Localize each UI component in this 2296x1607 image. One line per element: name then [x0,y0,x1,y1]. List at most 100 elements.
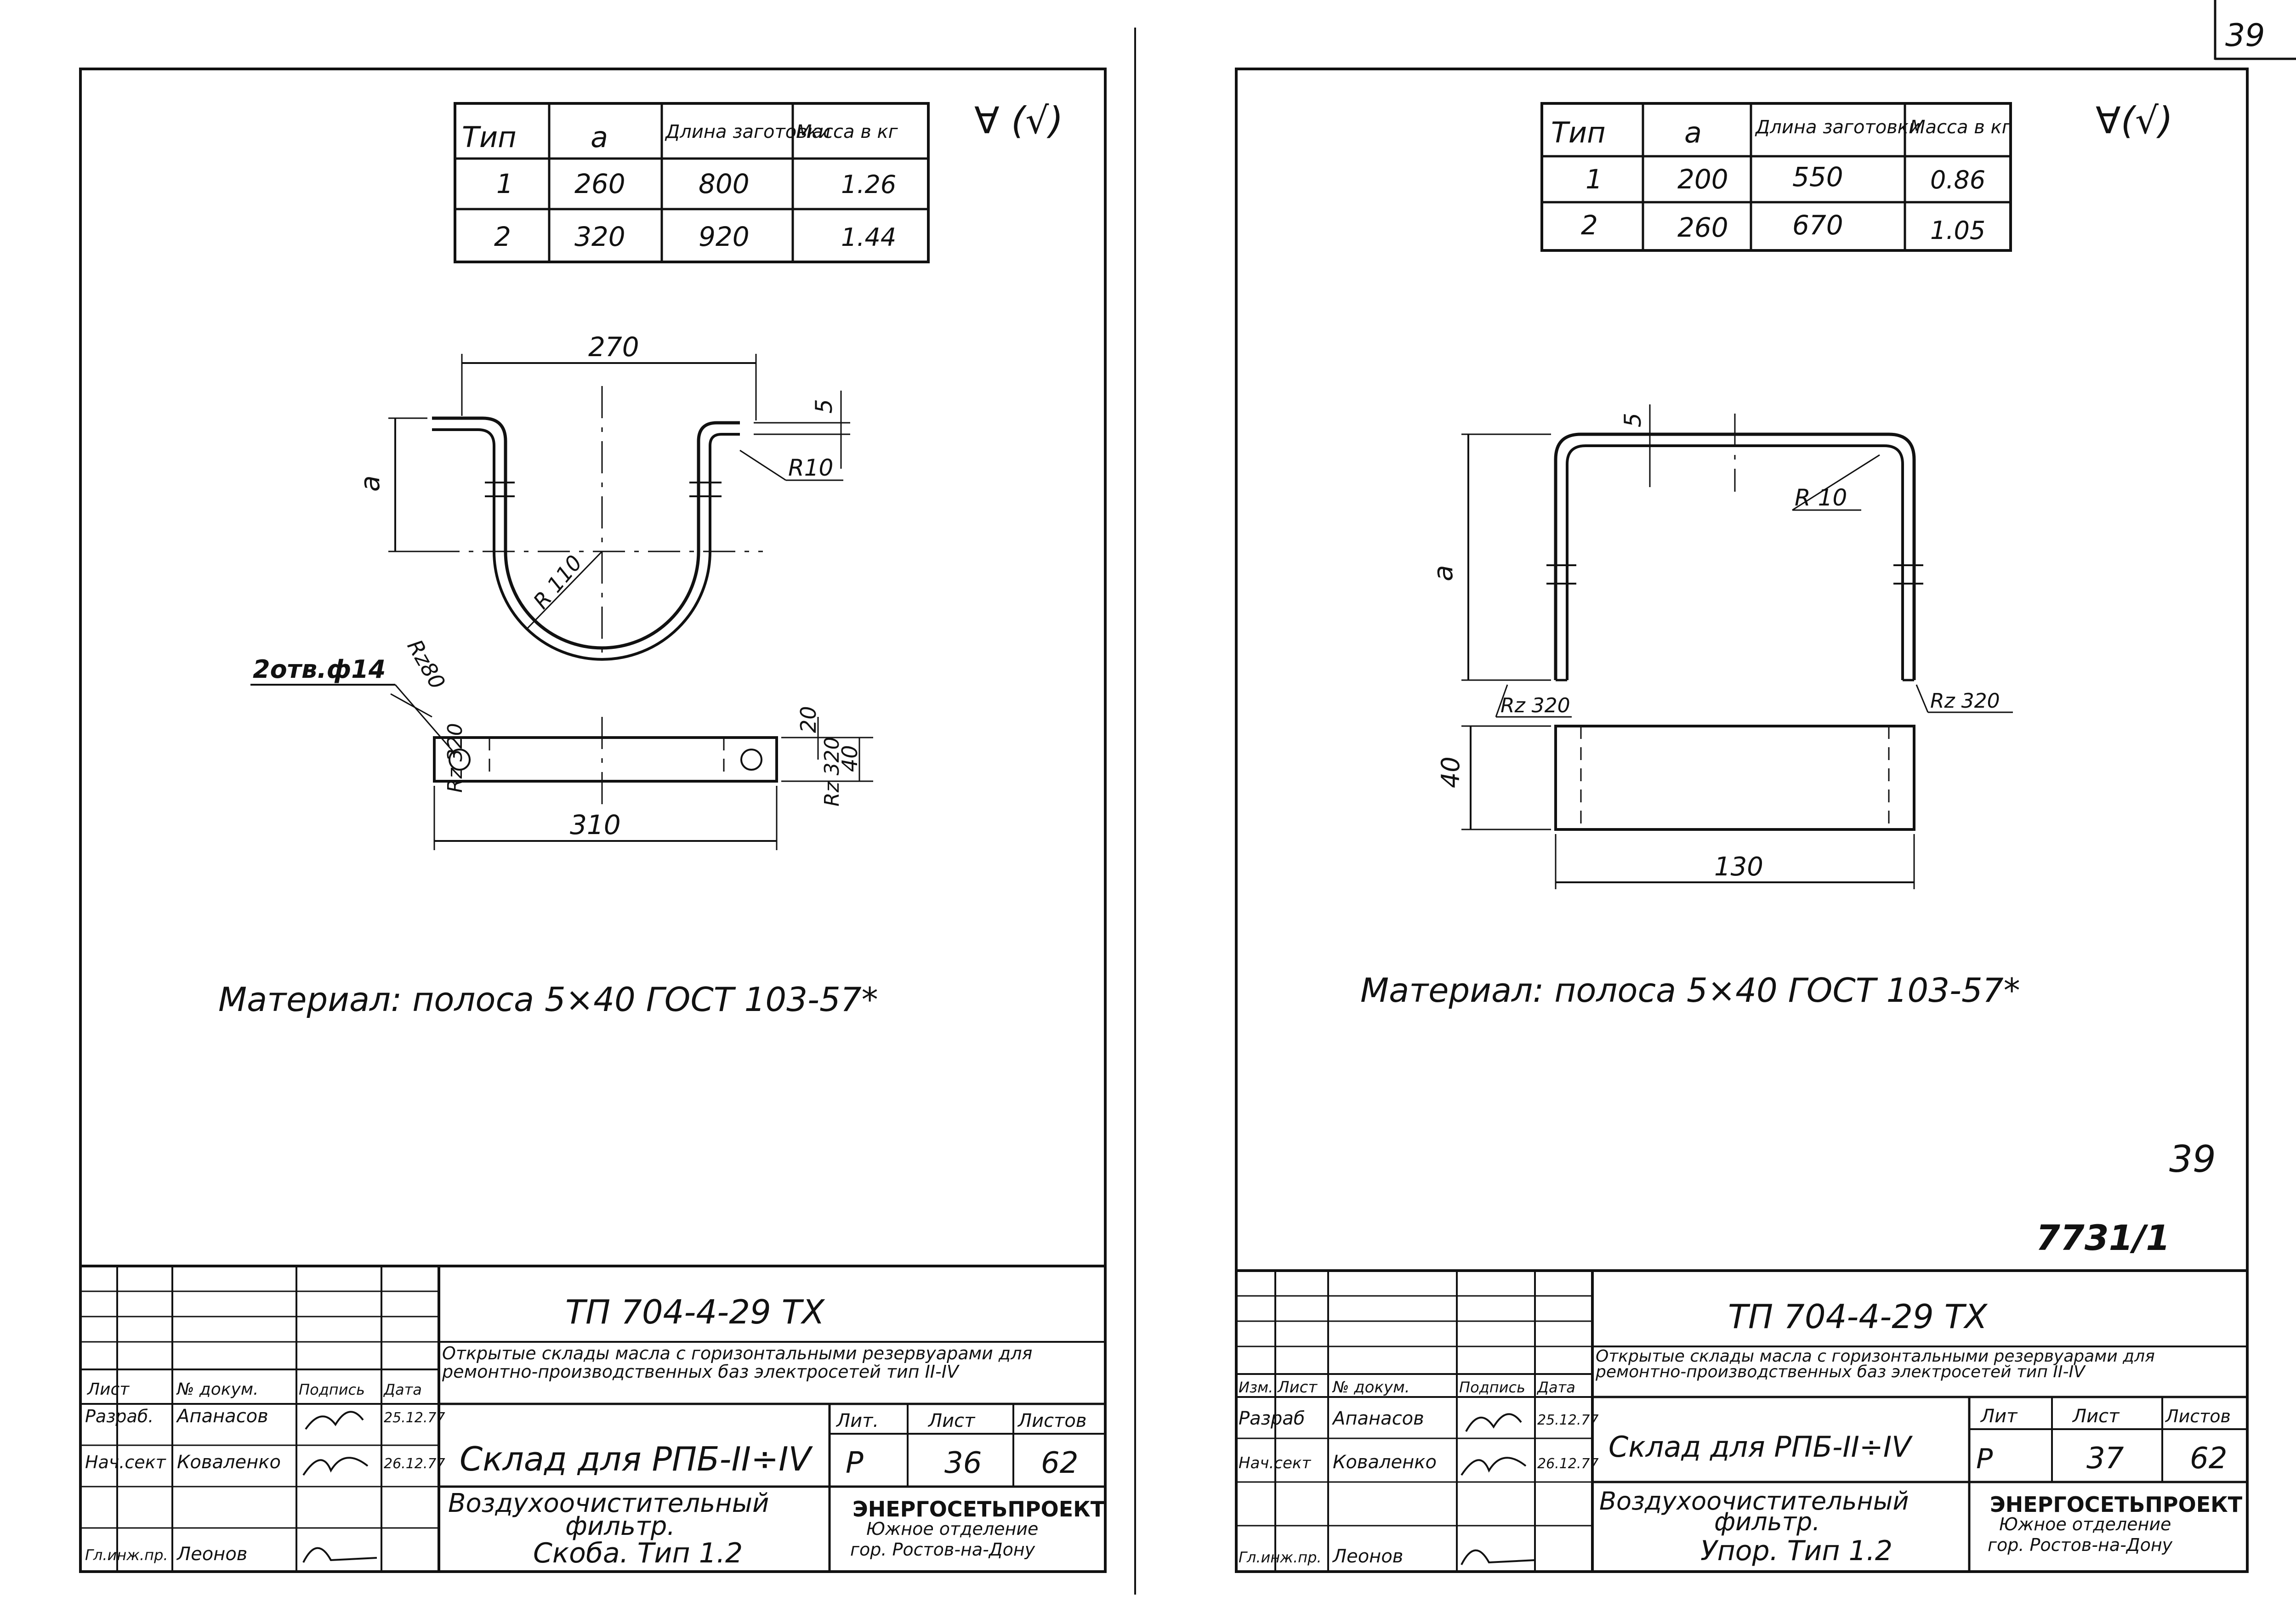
tb-lit-h: Лит [1980,1406,2018,1427]
table-cell: 1 [496,168,513,199]
tb-col-date: Дата [383,1381,422,1398]
roughness-rz320-left: Rz 320 [443,723,467,793]
tb-col-izm: Изм. [1239,1379,1273,1396]
tb-name-2: Коваленко [1333,1452,1437,1473]
table-header-type: Тип [462,120,517,154]
tb-subject-1: Воздухоочистительный [448,1488,769,1518]
table-cell: 1 [1586,164,1603,195]
table-cell: 920 [699,221,750,252]
tb-sheets: 62 [1041,1446,1078,1480]
tb-lit: Р [1976,1443,1993,1475]
signature-2 [302,1457,369,1476]
tb-lit-h: Лит. [835,1410,879,1431]
tb-subject-2: фильтр. [565,1511,675,1541]
strip-drawing: 2отв.ф14 Rz80 Rz 320 Rz 320 20 40 310 [250,636,873,850]
tb-name-3: Леонов [1332,1546,1403,1567]
dim-length: 310 [570,809,621,840]
tb-subject-2: фильтр. [1714,1507,1820,1536]
tb-org-3: гор. Ростов-на-Дону [1988,1535,2173,1555]
tb-description: Открытые склады масла с горизонтальными … [1596,1349,2155,1381]
dim-length: 130 [1714,852,1763,882]
tb-sheets: 62 [2190,1442,2227,1476]
table-cell: 1.05 [1930,216,1985,245]
tb-role-2: Нач.сект [1239,1454,1311,1472]
tb-name-1: Апанасов [1331,1408,1424,1429]
right-sheet: Тип a Длина заготовки Масса в кг 1 200 5… [1235,68,2249,1573]
table-cell: 320 [574,221,625,252]
dim-thickness: 5 [1620,413,1646,427]
tb-name-1: Апанасов [176,1406,268,1427]
signature-3 [1461,1549,1535,1565]
table-cell: 1.44 [841,223,896,252]
tb-date-2: 26.12.77 [384,1456,445,1472]
surface-finish-mark: ∀(√) [2096,99,2173,142]
table-cell: 0.86 [1930,165,1985,194]
right-frame [1235,68,2249,1573]
page-number-box: 39 [2214,0,2296,60]
roughness-rz320-right: Rz 320 [820,737,844,806]
table-header-a: a [1684,116,1702,149]
tb-org-1: ЭНЕРГОСЕТЬПРОЕКТ [852,1497,1105,1522]
tb-subject-3: Упор. Тип 1.2 [1700,1535,1892,1567]
table-header-length: Длина заготовки [665,121,830,142]
dim-thickness: 5 [811,399,837,414]
clamp-drawing: 270 5 R10 a R 110 [354,331,850,662]
table-cell: 670 [1792,210,1843,241]
tb-col-date: Дата [1536,1379,1575,1396]
tb-code: ТП 704-4-29 ТХ [565,1293,825,1331]
tb-description: Открытые склады масла с горизонтальными … [442,1344,1033,1382]
dim-top-width: 270 [588,331,639,363]
tb-col-sign: Подпись [1459,1379,1525,1396]
tb-date-2: 26.12.77 [1537,1456,1599,1472]
tb-role-3: Гл.инж.пр. [85,1546,168,1564]
dim-arc-radius: R 110 [529,551,587,614]
tb-role-2: Нач.сект [85,1452,167,1472]
page-number: 39 [2225,17,2265,54]
table-cell: 2 [1581,210,1598,241]
tb-org-1: ЭНЕРГОСЕТЬПРОЕКТ [1990,1492,2243,1517]
signature-1 [305,1411,364,1430]
table-cell: 550 [1792,161,1843,193]
tb-name-2: Коваленко [177,1452,281,1473]
tb-role-1: Разраб [1239,1408,1305,1429]
tb-org-3: гор. Ростов-на-Дону [850,1539,1035,1560]
left-sheet: Тип a Длина заготовки Масса в кг 1 260 8… [79,68,1107,1573]
table-header-length: Длина заготовки [1755,117,1921,138]
dim-bend-radius: R 10 [1795,484,1847,511]
tb-subject-1: Воздухоочистительный [1599,1487,1909,1516]
left-frame [79,68,1107,1573]
table-cell: 800 [699,168,750,199]
tb-col-list: Лист [86,1380,130,1399]
archive-number: 7731/1 [2036,1217,2170,1258]
tb-name: Склад для РПБ-II÷IV [460,1440,813,1478]
tb-sheet: 37 [2086,1442,2124,1476]
tb-col-sign: Подпись [299,1381,365,1398]
tb-sheet-h: Лист [927,1410,976,1431]
signature-3 [302,1547,377,1563]
table-cell: 1.26 [841,170,896,199]
tb-date-1: 25.12.77 [384,1410,445,1426]
tb-org-2: Южное отделение [866,1519,1038,1539]
table-header-a: a [591,120,608,154]
right-title-block: Изм. Лист № докум. Подпись Дата Разраб А… [1236,1269,2247,1572]
table-header-type: Тип [1551,116,1606,149]
roughness-rz80: Rz80 [402,636,450,693]
tb-code: ТП 704-4-29 ТХ [1728,1297,1988,1336]
tb-col-doc: № докум. [176,1380,258,1399]
signature-2 [1461,1457,1527,1476]
tb-name-3: Леонов [176,1544,247,1565]
table-cell: 2 [494,221,511,252]
tb-col-doc: № докум. [1332,1378,1410,1397]
tb-lit: Р [846,1446,864,1480]
tb-date-1: 25.12.77 [1537,1412,1599,1428]
sheet-number: 39 [2169,1138,2216,1181]
dim-width-40: 40 [837,745,862,772]
roughness-rz320-left: Rz 320 [1500,694,1570,717]
table-header-mass: Масса в кг [796,121,898,142]
table-header-mass: Масса в кг [1910,117,2012,138]
tb-role-1: Разраб. [85,1406,153,1426]
hole-callout: 2отв.ф14 [253,655,386,684]
dim-a: a [354,475,386,492]
signature-1 [1465,1413,1522,1432]
dim-width-20: 20 [796,706,821,733]
